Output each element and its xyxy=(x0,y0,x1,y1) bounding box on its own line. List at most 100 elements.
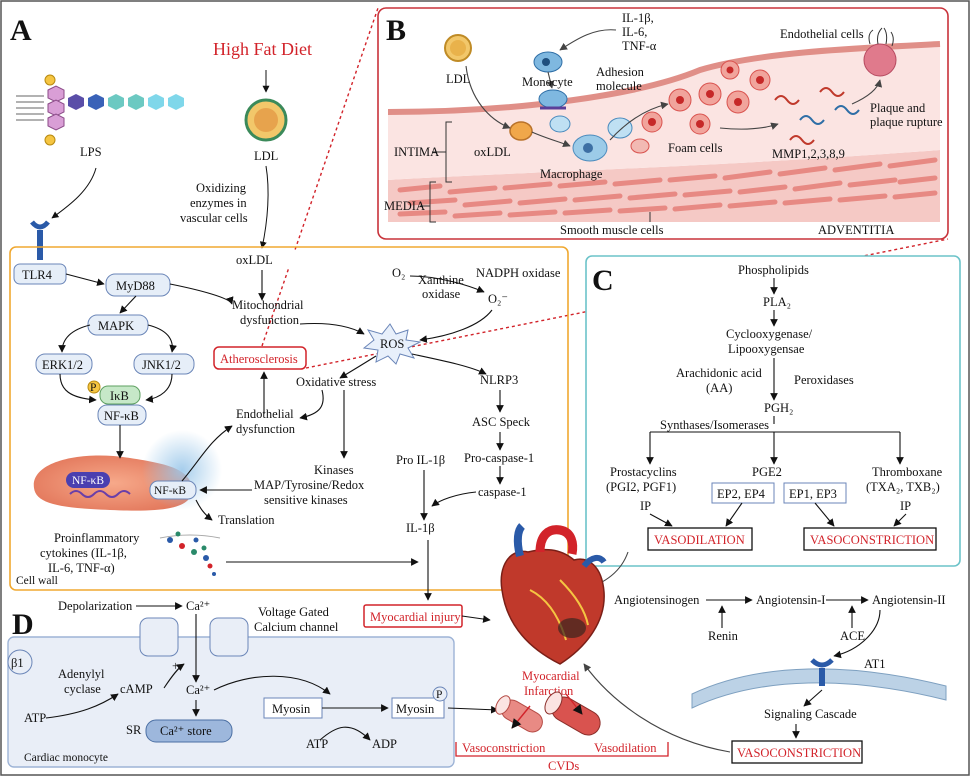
oxidizing-2: enzymes in xyxy=(190,196,247,210)
thromboxane-1: Thromboxane xyxy=(872,465,943,479)
c-vasodilation-node xyxy=(647,527,753,551)
cvds-label: CVDs xyxy=(548,759,579,773)
thromboxane-2: (TXA₂, TXB₂) xyxy=(866,480,940,494)
b-mmp-label: MMP1,2,3,8,9 xyxy=(772,147,845,161)
synthases-label: Synthases/Isomerases xyxy=(660,418,769,432)
caspase-label: caspase-1 xyxy=(478,485,527,499)
cell-membrane xyxy=(691,668,947,709)
ep24-label: EP2, EP4 xyxy=(717,487,766,501)
b-endothelial-label: Endothelial cells xyxy=(780,27,864,41)
b-ldl-label: LDL xyxy=(446,72,470,86)
adp-label: ADP xyxy=(372,737,397,751)
nucleus-nfkb-node xyxy=(66,472,110,488)
panel-c-letter: C xyxy=(592,264,614,297)
oxldl-label: oxLDL xyxy=(236,253,273,267)
cyto-nfkb-label: NF-κB xyxy=(154,485,186,497)
panel-a: A High Fat Diet LPS LDL Oxidizing enzy xyxy=(9,14,569,628)
angiotensin2-label: Angiotensin-II xyxy=(872,593,946,607)
mito-1: Mitochondrial xyxy=(232,298,304,312)
myd88-label: MyD88 xyxy=(116,279,155,293)
ros-label: ROS xyxy=(380,337,404,351)
high-fat-diet-label: High Fat Diet xyxy=(213,39,312,59)
proinf-1: Proinflammatory xyxy=(54,531,140,545)
mapk-label: MAPK xyxy=(98,319,134,333)
panel-c-frame xyxy=(585,255,961,567)
tlr4-receptor-icon xyxy=(37,230,43,260)
kinases-2: MAP/Tyrosine/Redox xyxy=(254,478,365,492)
nucleus-nfkb-label: NF-κB xyxy=(72,475,104,487)
o2-label: O₂ xyxy=(392,266,405,280)
oxidizing-1: Oxidizing xyxy=(196,181,247,195)
phospholipids-label: Phospholipids xyxy=(738,263,809,277)
cox-1: Cyclooxygenase/ xyxy=(726,327,813,341)
myocardial-infarction-1: Myocardial xyxy=(522,669,580,683)
nadph-label: NADPH oxidase xyxy=(476,266,561,280)
prostacyclins-2: (PGI2, PGF1) xyxy=(606,480,676,494)
pro-il1b-label: Pro IL-1β xyxy=(396,453,445,467)
cardiac-label: Cardiac monocyte xyxy=(24,752,108,764)
b-smooth-label: Smooth muscle cells xyxy=(560,223,664,237)
proinf-3: IL-6, TNF-α) xyxy=(48,561,115,575)
endothelial-cell-icon xyxy=(863,43,897,77)
endothelium xyxy=(387,41,941,115)
xanthine-1: Xanthine xyxy=(418,273,464,287)
cell-wall-label: Cell wall xyxy=(16,575,58,587)
myosin-label: Myosin xyxy=(272,702,311,716)
ep13-label: EP1, EP3 xyxy=(789,487,837,501)
plus-label: + xyxy=(172,659,179,673)
b-intima-label: INTIMA xyxy=(394,145,439,159)
pgh2-label: PGH₂ xyxy=(764,401,793,415)
adenylyl-1: Adenylyl xyxy=(58,667,105,681)
d-vasoconstriction-label: Vasoconstriction xyxy=(462,741,546,755)
panel-a-letter: A xyxy=(10,14,32,47)
aa-1: Arachidonic acid xyxy=(676,366,762,380)
sr-store-node xyxy=(145,719,233,743)
b-adhesion-2: molecule xyxy=(596,79,642,93)
b-plaque-2: plaque rupture xyxy=(870,115,943,129)
ip-label: IP xyxy=(640,499,651,513)
il1b-label: IL-1β xyxy=(406,521,435,535)
b-monocyte-label: Monocyte xyxy=(522,75,573,89)
kinases-1: Kinases xyxy=(314,463,354,477)
renin-label: Renin xyxy=(708,629,739,643)
jnk-node xyxy=(133,353,195,375)
phosphate-node xyxy=(432,686,448,702)
ep24-node xyxy=(711,482,775,504)
mito-2: dysfunction xyxy=(240,313,300,327)
pro-caspase-label: Pro-caspase-1 xyxy=(464,451,534,465)
atherosclerosis-label: Atherosclerosis xyxy=(220,352,298,366)
kinases-3: sensitive kinases xyxy=(264,493,348,507)
angiotensin1-label: Angiotensin-I xyxy=(756,593,825,607)
monocyte-cell xyxy=(533,51,568,110)
b-adventitia-label: ADVENTITIA xyxy=(818,223,894,237)
heart-icon xyxy=(500,523,607,665)
at1-receptor-icon xyxy=(819,668,825,686)
pla2-label: PLA₂ xyxy=(763,295,791,309)
aa-2: (AA) xyxy=(706,381,732,395)
camp-label: cAMP xyxy=(120,682,153,696)
phospho-icon xyxy=(87,380,101,394)
mmp-proteins xyxy=(774,87,860,145)
panel-d-letter: D xyxy=(12,608,34,641)
myd88-node xyxy=(105,273,171,297)
o2-minus-label: O₂⁻ xyxy=(488,292,508,306)
oxidative-stress-label: Oxidative stress xyxy=(296,375,376,389)
myocardial-injury-label: Myocardial injury xyxy=(370,610,461,624)
d-atp-left: ATP xyxy=(24,711,46,725)
ip2-label: IP xyxy=(900,499,911,513)
b-foam-label: Foam cells xyxy=(668,141,723,155)
erk-label: ERK1/2 xyxy=(42,358,83,372)
tlr4-label: TLR4 xyxy=(22,268,53,282)
vgcc-2: Calcium channel xyxy=(254,620,339,634)
b-cytokine-2: IL-6, xyxy=(622,25,647,39)
b-cytokine-1: IL-1β, xyxy=(622,11,654,25)
intima-layer xyxy=(388,44,940,180)
c-vasoconstriction-node xyxy=(803,527,937,551)
b-cytokine-3: TNF-α xyxy=(622,39,657,53)
d-ca-top: Ca²⁺ xyxy=(186,599,210,613)
oxldl-particle-icon xyxy=(509,121,533,141)
ras-vasoconstriction-node xyxy=(731,740,863,764)
atherosclerosis-node xyxy=(213,346,307,370)
